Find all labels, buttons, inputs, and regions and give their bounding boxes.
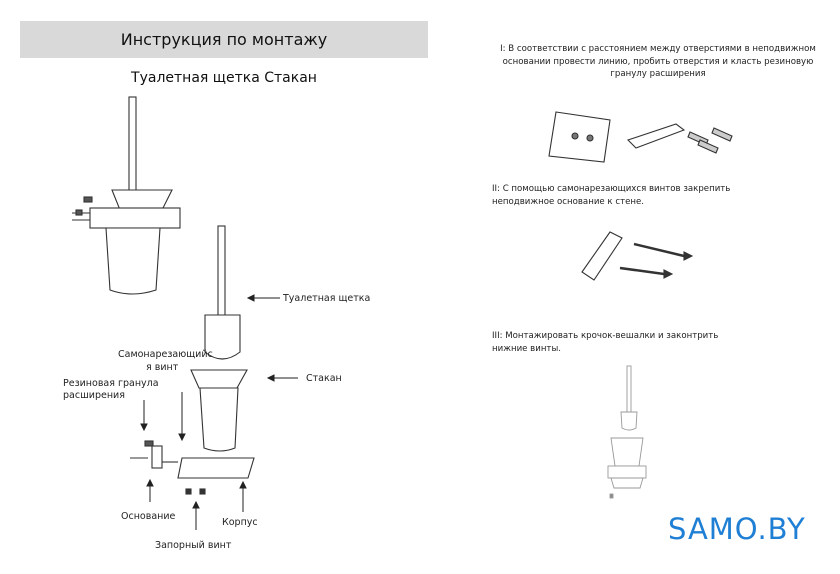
- step2-text: II: С помощью самонарезающихся винтов за…: [492, 184, 731, 207]
- step3-drawing: [607, 365, 647, 499]
- label-glass: Стакан: [306, 373, 342, 384]
- instruction-header: Инструкция по монтажу: [20, 21, 428, 58]
- exploded-view-drawing: [130, 225, 255, 495]
- step1-text: I: В соответствии с расстоянием между от…: [500, 44, 816, 79]
- label-brush: Туалетная щетка: [283, 293, 371, 304]
- label-base: Основание: [121, 511, 176, 522]
- label-screw-line1: Самонарезающийс: [118, 349, 213, 360]
- label-screw-line2: я винт: [146, 362, 179, 373]
- product-name: Туалетная щетка Стакан: [131, 70, 317, 86]
- label-rubber-line1: Резиновая гранула: [63, 378, 159, 389]
- step2-drawing: [581, 231, 694, 281]
- step1-drawing: [548, 111, 733, 163]
- label-body: Корпус: [222, 517, 258, 528]
- brand-logo: SAMO.BY: [668, 512, 806, 546]
- label-lock-screw: Запорный винт: [155, 540, 232, 551]
- instruction-title: Инструкция по монтажу: [120, 30, 328, 49]
- step3-text: III: Монтажировать крочок-вешалки и зако…: [492, 331, 719, 354]
- label-rubber-line2: расширения: [63, 390, 125, 401]
- assembled-product-drawing: [72, 96, 181, 295]
- callout-arrows: [140, 294, 298, 530]
